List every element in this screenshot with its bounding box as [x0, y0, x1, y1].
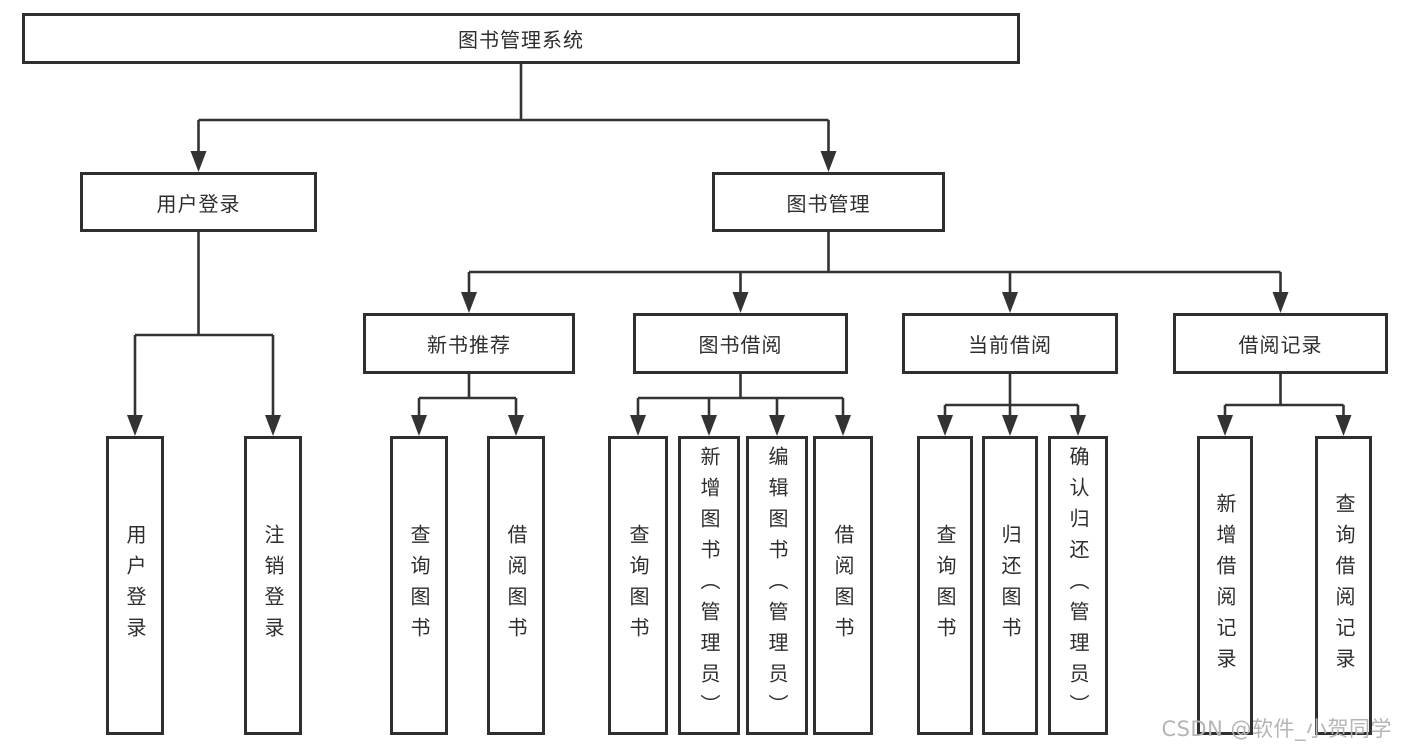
diagram-node-leaf-logout: 注销登录: [244, 436, 302, 735]
diagram-node-leaf-edit-books: 编辑图书（管理员）: [746, 436, 808, 735]
diagram-node-leaf-return-books: 归还图书: [982, 436, 1038, 735]
arrowhead-icon: [1002, 415, 1018, 436]
diagram-node-current-borrow: 当前借阅: [902, 313, 1118, 374]
diagram-node-leaf-user-login: 用户登录: [106, 436, 164, 735]
arrowhead-icon: [1002, 292, 1018, 313]
arrowhead-icon: [820, 151, 837, 172]
arrowhead-icon: [411, 415, 427, 436]
arrowhead-icon: [1335, 415, 1352, 436]
edge-new-book-rec: [417, 374, 518, 420]
diagram-node-leaf-add-borrow-record: 新增借阅记录: [1197, 436, 1253, 735]
diagram-node-leaf-query-books-3: 查询图书: [917, 436, 973, 735]
diagram-node-leaf-query-books-1: 查询图书: [390, 436, 448, 735]
diagram-node-new-book-rec: 新书推荐: [363, 313, 575, 374]
edge-user-login: [133, 232, 275, 420]
arrowhead-icon: [937, 415, 953, 436]
arrowhead-icon: [508, 415, 524, 436]
edge-root: [197, 64, 830, 156]
diagram-node-leaf-query-borrow-record: 查询借阅记录: [1315, 436, 1372, 735]
arrowhead-icon: [701, 415, 717, 436]
edge-book-mgmt: [467, 232, 1282, 297]
edge-book-borrow: [636, 374, 845, 420]
diagram-node-book-borrow: 图书借阅: [633, 313, 848, 374]
diagram-node-leaf-confirm-return: 确认归还（管理员）: [1048, 436, 1108, 735]
diagram-node-leaf-add-books: 新增图书（管理员）: [678, 436, 740, 735]
diagram-node-leaf-borrow-books-1: 借阅图书: [487, 436, 545, 735]
arrowhead-icon: [265, 415, 281, 436]
arrowhead-icon: [769, 415, 785, 436]
arrowhead-icon: [461, 292, 477, 313]
edge-borrow-records: [1223, 374, 1345, 420]
diagram-node-book-mgmt: 图书管理: [712, 172, 945, 232]
csdn-watermark: CSDN @软件_小贺同学: [1161, 717, 1392, 741]
arrowhead-icon: [732, 292, 749, 313]
diagram-node-leaf-query-books-2: 查询图书: [608, 436, 668, 735]
arrowhead-icon: [835, 415, 851, 436]
diagram-node-root: 图书管理系统: [22, 13, 1020, 64]
arrowhead-icon: [630, 415, 646, 436]
edge-current-borrow: [943, 374, 1080, 420]
diagram-node-leaf-borrow-books-2: 借阅图书: [813, 436, 873, 735]
diagram-node-user-login: 用户登录: [80, 172, 317, 232]
diagram-node-borrow-records: 借阅记录: [1173, 313, 1388, 374]
arrowhead-icon: [190, 151, 207, 172]
arrowhead-icon: [1217, 415, 1233, 436]
arrowhead-icon: [1272, 292, 1289, 313]
arrowhead-icon: [1070, 415, 1086, 436]
arrowhead-icon: [127, 415, 143, 436]
